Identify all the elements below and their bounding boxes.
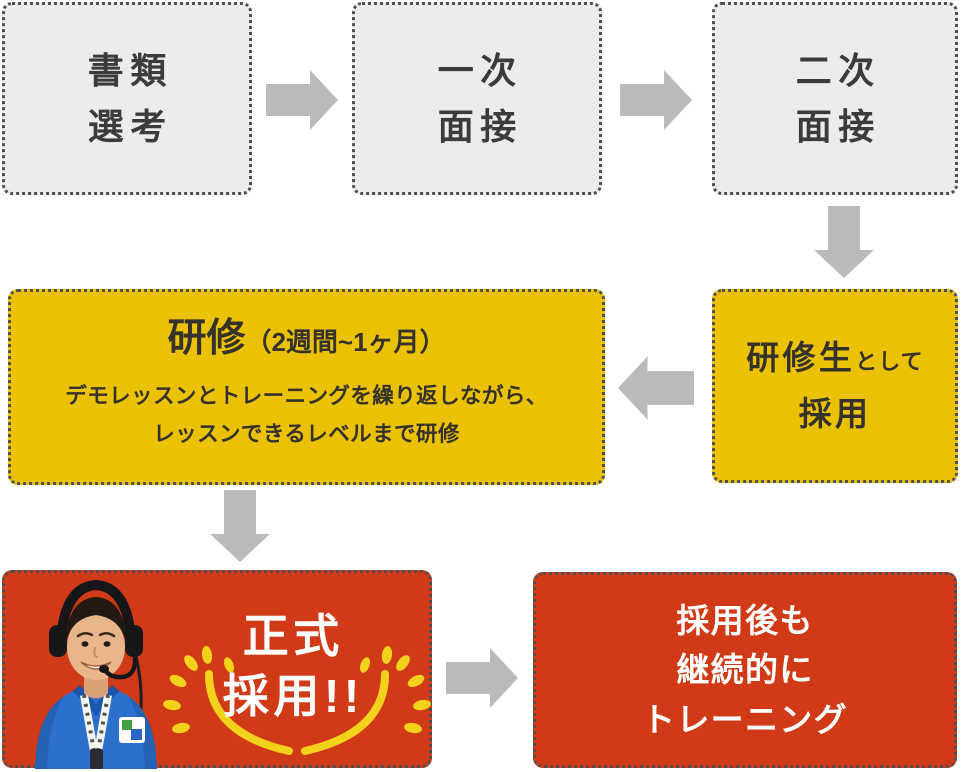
flow-arrow-down-icon [814,206,874,278]
flow-arrow-right-icon [446,648,518,708]
step-box-ongoing-training: 採用後も 継続的に トレーニング [533,572,957,768]
training-duration-note: （2週間~1ヶ月） [245,327,446,357]
step-label-line: 選考 [87,105,173,147]
trainee-hire-line2: 採用 [798,395,872,432]
training-description: デモレッスンとトレーニングを繰り返しながら、 レッスンできるレベルまで研修 [11,377,602,454]
official-hire-line: 採用!! [222,669,364,722]
flow-arrow-down-icon [210,490,270,562]
trainee-hire-small-text: として [855,348,924,374]
step-box-second-interview: 二次 面接 [712,2,958,195]
step-label-line: 一次 [437,49,523,91]
step-box-official-hire: 正式 採用!! [2,570,432,769]
ongoing-training-line: 採用後も [676,601,814,639]
training-description-line: レッスンできるレベルまで研修 [153,422,460,447]
flow-arrow-right-icon [266,70,338,130]
trainee-hire-big-text: 研修生 [746,338,856,376]
trainee-hire-line1: 研修生として [746,330,924,386]
step-label-first-interview: 一次 面接 [431,43,522,155]
training-description-line: デモレッスンとトレーニングを繰り返しながら、 [65,383,548,408]
step-label-line: 面接 [795,105,881,147]
official-hire-label: 正式 採用!! [157,607,425,727]
step-box-training: 研修（2週間~1ヶ月） デモレッスンとトレーニングを繰り返しながら、 レッスンで… [8,289,605,485]
flow-arrow-left-icon [618,356,694,420]
step-label-second-interview: 二次 面接 [789,43,880,155]
training-title: 研修（2週間~1ヶ月） [11,316,602,363]
official-hire-line: 正式 [242,610,344,662]
ongoing-training-line: 継続的に [676,651,814,689]
step-box-trainee-hire: 研修生として 採用 [712,289,958,483]
ongoing-training-line: トレーニング [642,700,848,738]
flow-arrow-right-icon [620,70,692,130]
step-label-document-screening: 書類 選考 [81,43,172,155]
step-label-line: 面接 [437,105,523,147]
trainee-tutor-photo [35,579,157,769]
step-label-line: 書類 [87,49,173,91]
step-box-document-screening: 書類 選考 [2,2,252,195]
step-box-first-interview: 一次 面接 [352,2,602,195]
step-label-line: 二次 [795,49,881,91]
laurel-decoration-icon [163,646,431,755]
training-title-main: 研修 [167,317,246,360]
